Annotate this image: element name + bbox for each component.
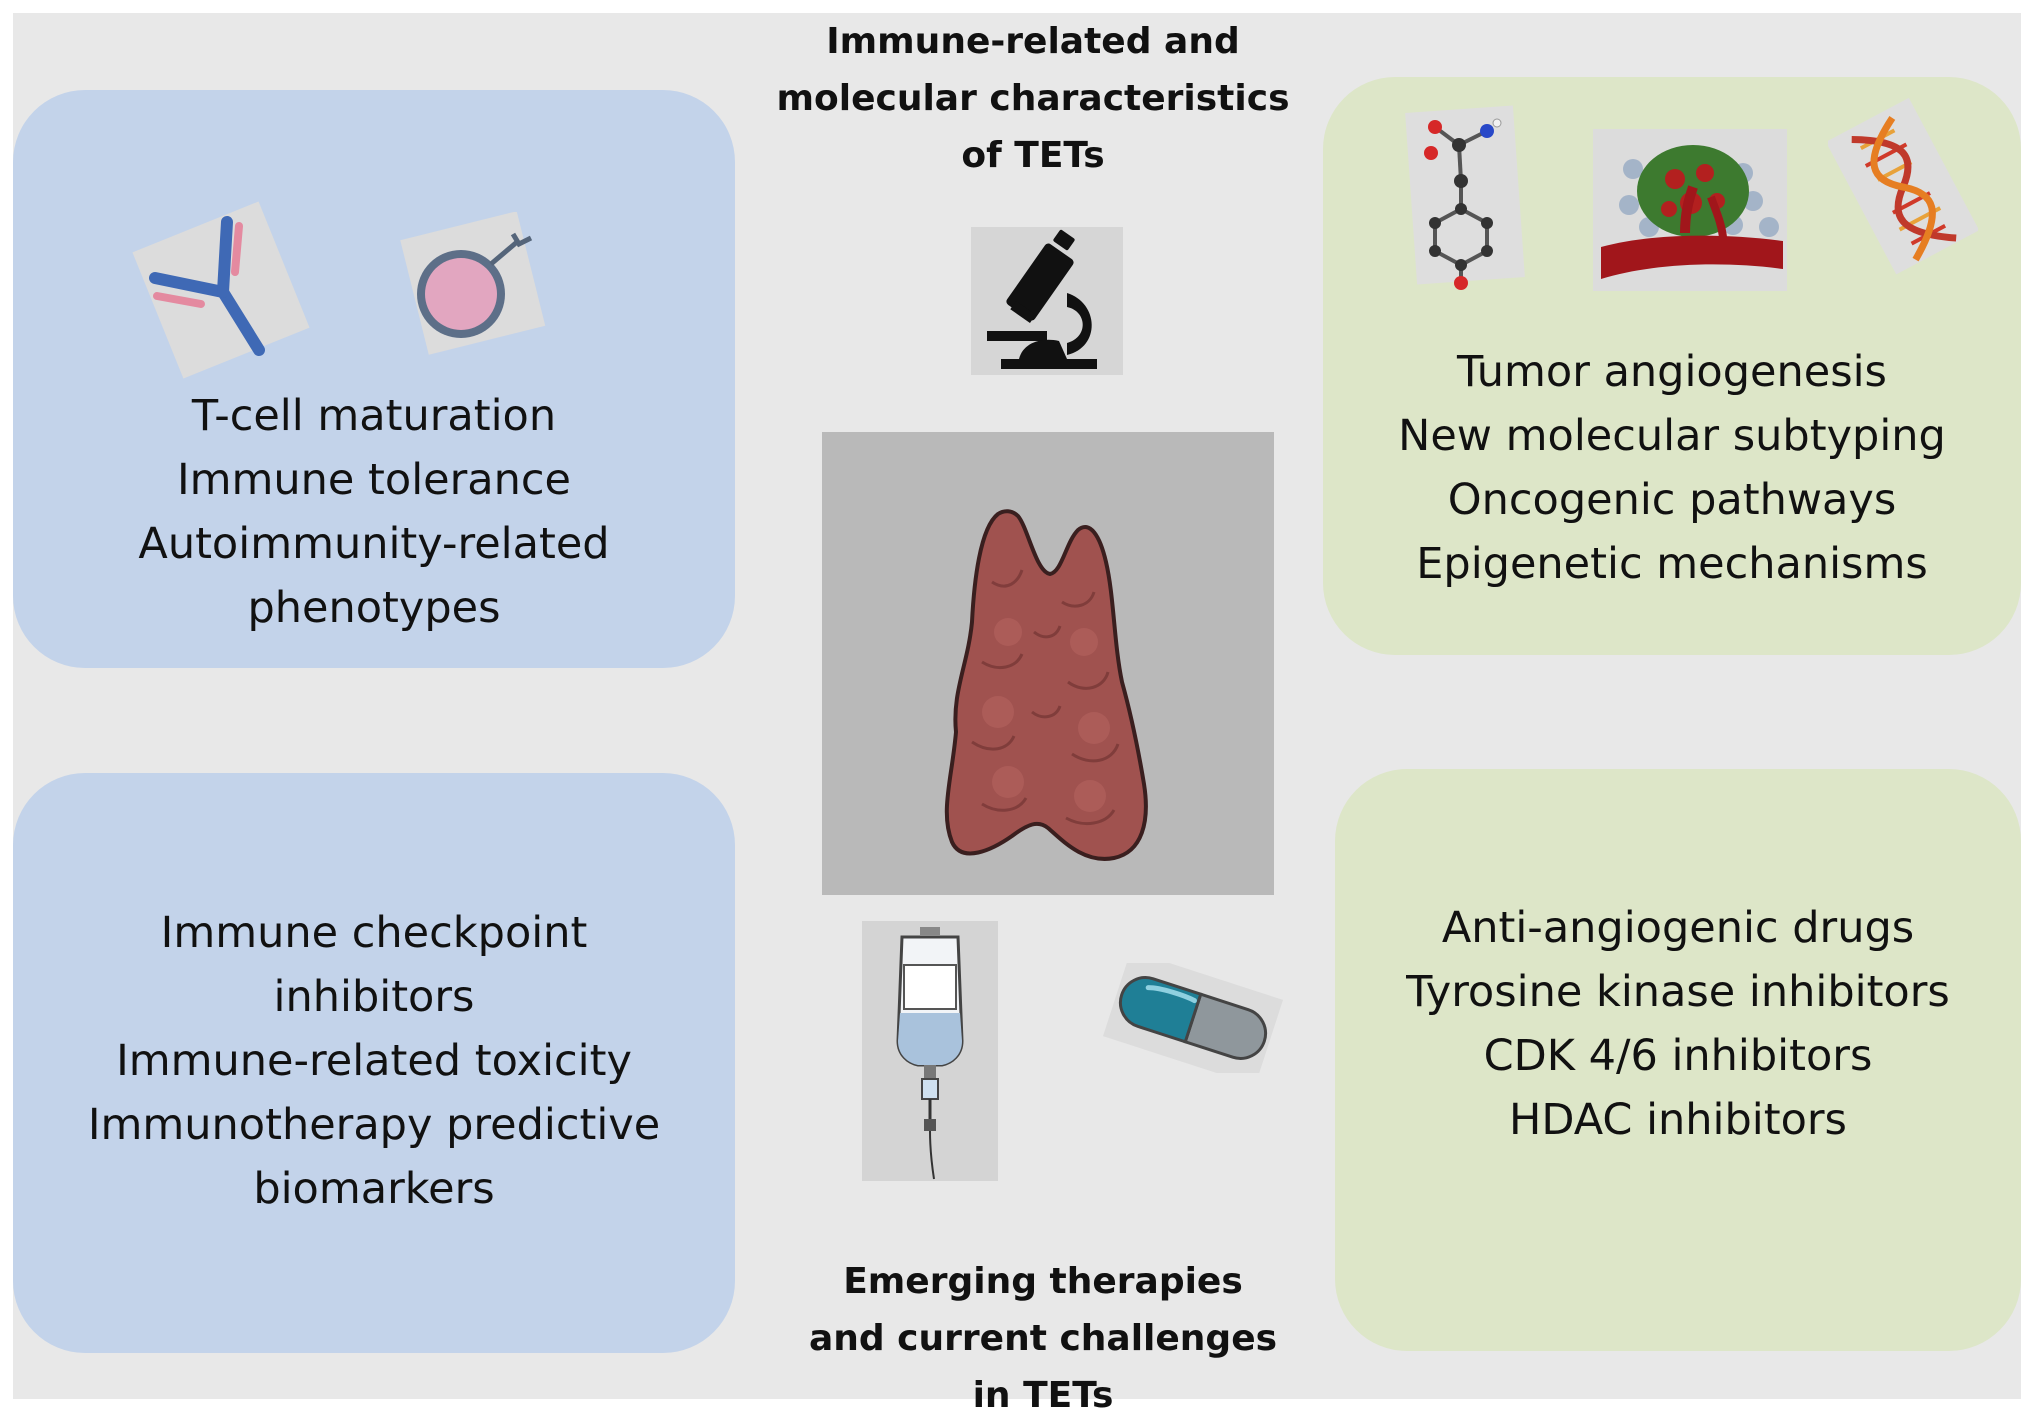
diagram-canvas: Immune-related and molecular characteris… — [13, 13, 2021, 1416]
panel-targeted-therapies: Anti-angiogenic drugs Tyrosine kinase in… — [1335, 769, 2021, 1351]
panel-bl-line-5: biomarkers — [253, 1164, 495, 1214]
panel-br-line-3: CDK 4/6 inhibitors — [1483, 1031, 1873, 1081]
panel-immune-characteristics: T-cell maturation Immune tolerance Autoi… — [13, 90, 735, 668]
heading-bottom-line-1: Emerging therapies — [843, 1261, 1243, 1302]
heading-bottom: Emerging therapies and current challenge… — [773, 1253, 1313, 1424]
panel-br-line-4: HDAC inhibitors — [1509, 1095, 1847, 1145]
antibody-icon — [132, 201, 310, 379]
panel-tl-line-4: phenotypes — [247, 583, 501, 633]
panel-tr-line-4: Epigenetic mechanisms — [1416, 539, 1928, 589]
panel-molecular-characteristics: Tumor angiogenesis New molecular subtypi… — [1323, 77, 2021, 655]
amino-acid-molecule-icon — [1405, 105, 1525, 290]
microscope-icon — [971, 227, 1123, 375]
heading-bottom-line-2: and current challenges — [808, 1318, 1278, 1359]
heading-top-line-1: Immune-related and — [826, 21, 1240, 62]
panel-br-line-2: Tyrosine kinase inhibitors — [1406, 967, 1950, 1017]
panel-tr-line-3: Oncogenic pathways — [1447, 475, 1897, 525]
t-cell-icon — [400, 212, 546, 355]
thymus-organ-icon — [822, 432, 1274, 895]
panel-bl-line-2: inhibitors — [273, 972, 475, 1022]
panel-tl-line-3: Autoimmunity-related — [138, 519, 610, 569]
panel-immune-therapies: Immune checkpoint inhibitors Immune-rela… — [13, 773, 735, 1353]
panel-br-line-1: Anti-angiogenic drugs — [1441, 903, 1915, 953]
dna-helix-icon — [1828, 97, 1978, 275]
heading-bottom-line-3: in TETs — [972, 1375, 1114, 1416]
panel-tr-line-1: Tumor angiogenesis — [1457, 347, 1887, 397]
panel-tr-line-2: New molecular subtyping — [1398, 411, 1946, 461]
heading-top-line-2: molecular characteristics — [776, 78, 1290, 119]
panel-bl-line-1: Immune checkpoint — [160, 908, 588, 958]
panel-bl-line-4: Immunotherapy predictive — [87, 1100, 661, 1150]
iv-infusion-bag-icon — [862, 921, 998, 1181]
panel-tl-line-1: T-cell maturation — [191, 391, 557, 441]
heading-top-line-3: of TETs — [961, 135, 1105, 176]
tumor-blood-vessel-icon — [1593, 129, 1787, 291]
panel-bl-line-3: Immune-related toxicity — [116, 1036, 632, 1086]
capsule-pill-icon — [1103, 963, 1283, 1073]
panel-tl-line-2: Immune tolerance — [176, 455, 572, 505]
heading-top: Immune-related and molecular characteris… — [753, 13, 1313, 184]
